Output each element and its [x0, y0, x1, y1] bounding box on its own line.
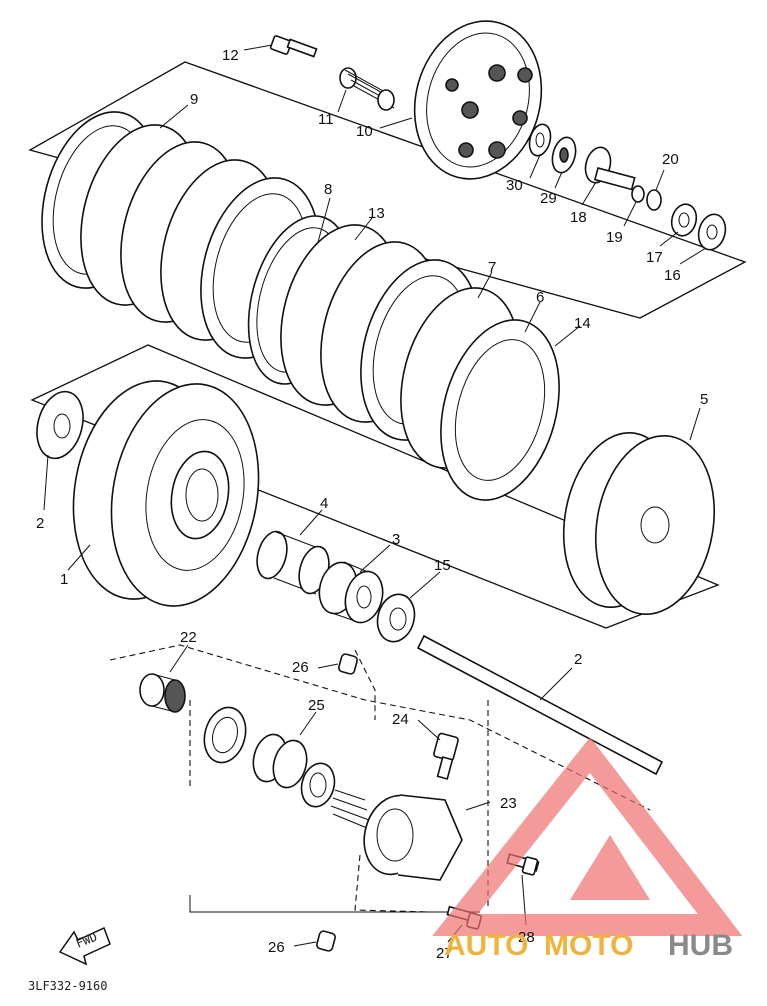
primary-driven-gear-1 — [72, 380, 260, 607]
callout-4: 4 — [320, 495, 328, 512]
callout-14: 14 — [574, 315, 591, 332]
oil-seal-set-25 — [203, 706, 336, 808]
callout-2b: 2 — [574, 651, 582, 668]
callout-29: 29 — [540, 190, 557, 207]
bearing-29 — [551, 136, 577, 174]
watermark-logo-icon — [432, 737, 743, 936]
callout-26a: 26 — [292, 659, 309, 676]
pressure-plate-10 — [413, 20, 543, 180]
watermark-brand-part1: AUTO — [444, 929, 528, 962]
nut-17 — [670, 203, 698, 237]
release-cylinder-23 — [363, 794, 463, 881]
callout-27: 27 — [436, 945, 453, 962]
callout-3: 3 — [392, 531, 400, 548]
callout-19: 19 — [606, 229, 623, 246]
washer-30 — [528, 123, 552, 157]
cap-22 — [139, 673, 186, 713]
push-rod-2 — [416, 634, 664, 776]
spring-11 — [339, 67, 395, 111]
callout-10: 10 — [356, 123, 373, 140]
callout-15: 15 — [434, 557, 451, 574]
callout-18: 18 — [570, 209, 587, 226]
pin-26-lower — [316, 930, 336, 952]
leader-lines — [43, 44, 707, 947]
callout-11: 11 — [318, 111, 334, 128]
lock-washer-16 — [697, 213, 727, 251]
callout-26b: 26 — [268, 939, 285, 956]
thrust-washer-2 — [36, 390, 84, 460]
spacer-3 — [318, 561, 384, 624]
callout-16: 16 — [664, 267, 681, 284]
callout-6: 6 — [536, 289, 544, 306]
callout-9: 9 — [190, 91, 198, 108]
oring-19 — [631, 185, 645, 203]
callout-20: 20 — [662, 151, 679, 168]
thrust-washer-15 — [376, 593, 416, 643]
fwd-arrow-icon: FWD — [58, 926, 111, 966]
callout-30: 30 — [506, 177, 523, 194]
callout-12: 12 — [222, 47, 239, 64]
watermark-brand: AUTO MOTO HUB — [444, 929, 733, 962]
callout-23: 23 — [500, 795, 517, 812]
callout-13: 13 — [368, 205, 385, 222]
drawing-code: 3LF332-9160 — [28, 979, 107, 993]
washer-20 — [646, 189, 662, 211]
friction-plate-14 — [440, 319, 560, 501]
pin-26-upper — [338, 653, 358, 675]
bleed-screw-24 — [433, 732, 459, 780]
watermark-brand-part3: HUB — [668, 929, 733, 962]
bolt-12 — [269, 35, 318, 58]
watermark-brand-part2: MOTO — [544, 929, 633, 962]
callout-7: 7 — [488, 259, 496, 276]
callout-25: 25 — [308, 697, 325, 714]
callout-17: 17 — [646, 249, 663, 266]
clutch-boss-5 — [562, 432, 716, 616]
callout-28: 28 — [518, 929, 535, 946]
callout-5: 5 — [700, 391, 708, 408]
callout-22: 22 — [180, 629, 197, 646]
spring-release — [330, 789, 370, 829]
callout-2a: 2 — [36, 515, 44, 532]
callout-24: 24 — [392, 711, 409, 728]
callout-numbers: 12 11 10 9 8 13 7 6 14 5 30 29 18 19 20 … — [36, 47, 708, 962]
callout-8: 8 — [324, 181, 332, 198]
push-rod-18 — [584, 146, 636, 191]
callout-1: 1 — [60, 571, 68, 588]
